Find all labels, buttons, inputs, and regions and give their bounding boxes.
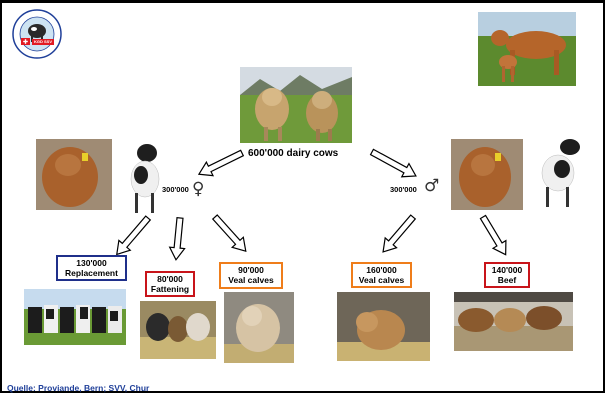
female-branch: 300'000 ♀ (162, 179, 222, 203)
arrow-to-male (369, 148, 417, 178)
male-count: 300'000 (390, 185, 417, 194)
veal-calves-box-left: 90'000 Veal calves (219, 262, 283, 289)
beef-cattle-photo (454, 292, 573, 351)
replacement-box: 130'000 Replacement (56, 255, 127, 281)
female-count: 300'000 (162, 185, 189, 194)
arrow-to-veal-right (382, 214, 417, 253)
veal-right-label: Veal calves (358, 274, 405, 285)
arrow-to-beef (479, 214, 507, 256)
kgd-ssv-logo: KGD SSV (12, 9, 62, 59)
fattening-calves-photo (140, 301, 216, 359)
brown-cow-calf-photo (478, 12, 576, 86)
fattening-label: Fattening (150, 283, 190, 294)
arrow-to-fattening (168, 217, 186, 261)
male-symbol: ♂ (424, 176, 440, 196)
fattening-value: 80'000 (157, 274, 183, 284)
veal-left-value: 90'000 (238, 265, 264, 275)
veal-calves-box-right: 160'000 Veal calves (351, 262, 412, 288)
fattening-box: 80'000 Fattening (145, 271, 195, 297)
beef-value: 140'000 (491, 265, 523, 275)
replacement-herd-photo (24, 289, 126, 345)
beef-box: 140'000 Beef (484, 262, 530, 288)
veal-right-value: 160'000 (366, 265, 397, 275)
dairy-cows-photo (240, 67, 352, 143)
arrow-to-veal-left (211, 214, 247, 253)
dairy-cows-count: 600'000 dairy cows (248, 148, 339, 159)
arrow-to-female (197, 149, 245, 177)
male-branch: 300'000 ♂ (390, 176, 450, 198)
brown-calf-photo-right (451, 139, 523, 210)
arrow-to-replacement (116, 215, 152, 256)
brown-calf-photo-left (36, 139, 112, 210)
veal-calf-photo-right (337, 292, 430, 361)
female-symbol: ♀ (192, 179, 205, 199)
beef-label: Beef (497, 274, 517, 285)
black-white-calf-photo-left (121, 137, 169, 215)
logo-abbr: KGD SSV (33, 39, 52, 44)
black-white-calf-photo-right (532, 133, 587, 209)
replacement-value: 130'000 (76, 258, 107, 268)
replacement-label: Replacement (65, 267, 118, 278)
flow-arrows (116, 148, 507, 261)
veal-calf-photo-left (224, 292, 294, 363)
veal-left-label: Veal calves (228, 274, 274, 285)
source-citation: Quelle: Proviande, Bern; SVV, Chur (7, 383, 150, 393)
